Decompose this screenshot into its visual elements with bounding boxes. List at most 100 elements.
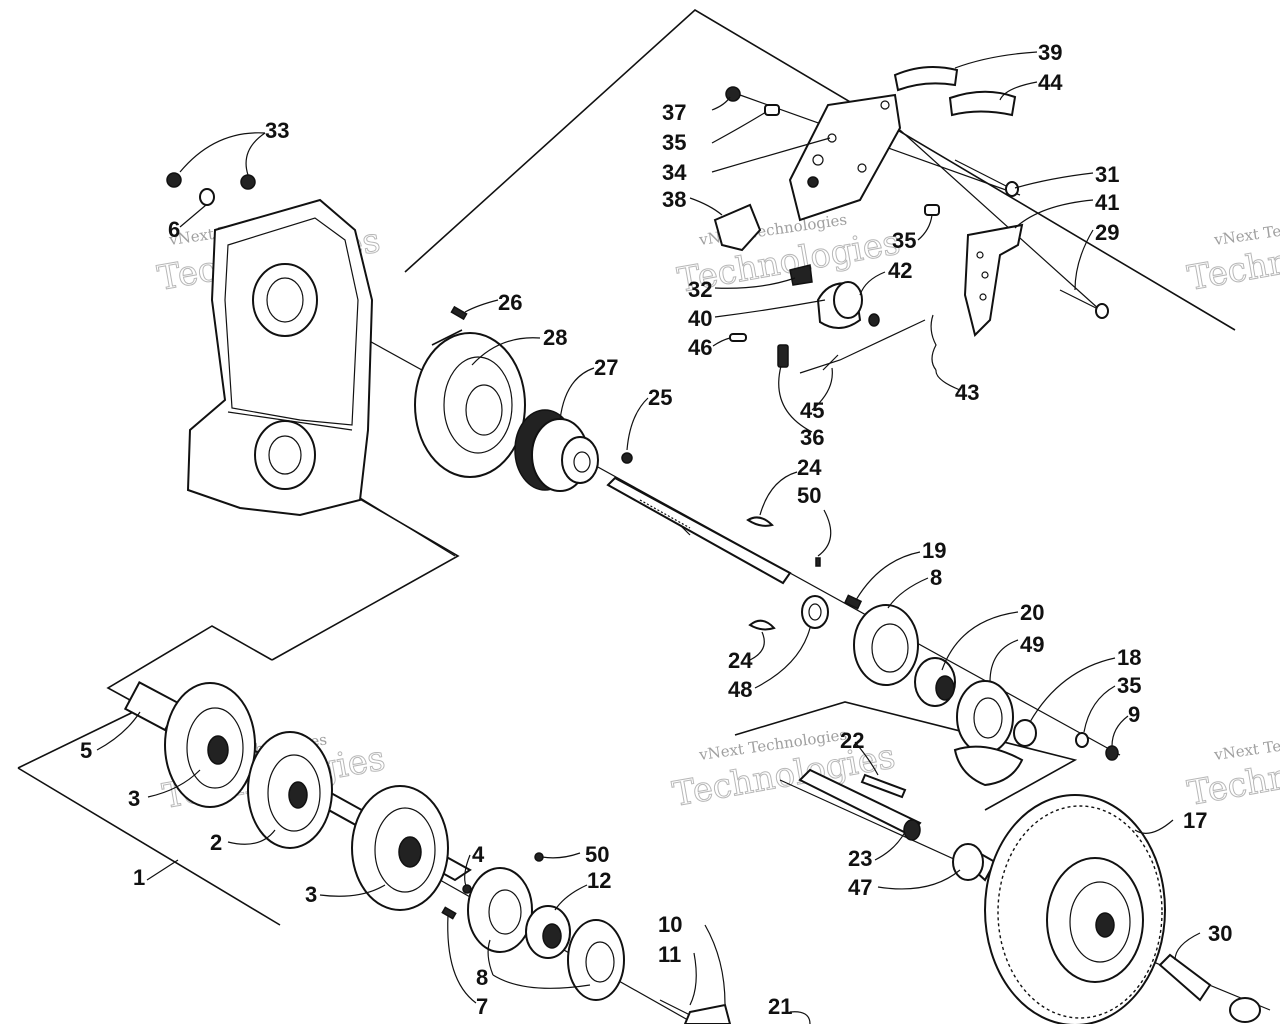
callout-23: 23 [848,846,872,871]
callout-43: 43 [955,380,979,405]
callout-12: 12 [587,868,611,893]
callout-50-top: 50 [797,483,821,508]
bracket-11 [683,1003,732,1024]
bolt-7 [441,906,457,920]
clip-36 [777,344,789,368]
washer-35 [1075,732,1089,748]
callout-47: 47 [848,875,872,900]
bracket-flange [953,745,1024,787]
key-24a [746,516,774,527]
callout-28: 28 [543,325,567,350]
nut-25 [621,452,633,464]
callout-24-bottom: 24 [728,648,753,673]
idler-42 [816,281,880,329]
callout-7: 7 [476,994,488,1019]
callout-45: 45 [800,398,824,423]
jackshaft-23 [798,768,922,837]
callout-20: 20 [1020,600,1044,625]
screw-26 [450,305,468,321]
spacer-35b [924,204,940,216]
nut-9 [1105,745,1119,761]
callout-46: 46 [688,335,712,360]
callout-8-lower: 8 [476,965,488,990]
track-drive-shaft [123,681,472,911]
callout-labels: 33 6 26 28 27 25 24 50 24 48 19 8 20 49 … [80,40,1232,1019]
key-22 [860,773,907,799]
callout-34: 34 [662,160,687,185]
shaft-30 [1158,953,1212,1002]
block-38 [713,203,762,252]
callout-49: 49 [1020,632,1044,657]
nut-33a [166,172,182,188]
washer-18 [1013,719,1037,747]
watermark-text: vNext Technologies [1212,725,1280,764]
spring-bracket-line [799,319,926,374]
cap-39 [893,66,959,92]
callout-31: 31 [1095,162,1119,187]
callout-26: 26 [498,290,522,315]
nut-33b [240,174,256,190]
callout-6: 6 [168,217,180,242]
bolt-29 [1059,289,1101,311]
bolt-31 [954,159,1011,189]
callout-8-right: 8 [930,565,942,590]
tensioner-bracket [788,93,902,222]
leader-lines [96,51,1201,1024]
callout-3-bottom: 3 [305,882,317,907]
callout-35-right: 35 [1117,673,1141,698]
callout-37: 37 [662,100,686,125]
flange-8-lower [467,867,533,953]
callout-40: 40 [688,306,712,331]
lower-bracket-a [106,625,273,701]
callout-1: 1 [133,865,145,890]
callout-39: 39 [1038,40,1062,65]
callout-5: 5 [80,738,92,763]
pin-50a [815,557,821,567]
callout-18: 18 [1117,645,1141,670]
callout-11: 11 [658,942,681,967]
lower-bracket-c [17,767,281,926]
callout-2: 2 [210,830,222,855]
plate-41 [963,223,1024,337]
callout-36: 36 [800,425,824,450]
callout-30: 30 [1208,921,1232,946]
chaincase-housing [186,198,374,517]
flange-8-lower-b [567,919,625,1001]
callout-29: 29 [1095,220,1119,245]
callout-41: 41 [1095,190,1119,215]
callout-35-upper: 35 [662,130,686,155]
bracket-26 [431,329,463,346]
callout-4: 4 [472,842,485,867]
spring-43 [930,314,937,371]
brake-disc [414,332,526,478]
callout-19: 19 [922,538,946,563]
bolt-10 [659,999,691,1016]
callout-17: 17 [1183,808,1207,833]
brake-hub [514,409,599,492]
callout-24-top: 24 [797,455,822,480]
callout-38: 38 [662,187,686,212]
callout-9: 9 [1128,702,1140,727]
callout-32: 32 [688,277,712,302]
watermark-text: vNext Technologies [1212,210,1280,249]
bolt-19 [843,594,863,610]
callout-21: 21 [768,994,792,1019]
drive-shaft [606,476,792,585]
bearing-48 [801,595,829,629]
washer-21-right [1229,997,1261,1023]
callout-44: 44 [1038,70,1063,95]
callout-27: 27 [594,355,618,380]
key-24b [748,619,776,631]
callout-10: 10 [658,912,682,937]
driven-pulley-17 [984,794,1166,1024]
callout-25: 25 [648,385,672,410]
pin-46 [729,333,747,342]
callout-33: 33 [265,118,289,143]
drive-sprocket-center [247,731,333,849]
callout-35-mid: 35 [892,228,916,253]
callout-3-top: 3 [128,786,140,811]
drive-sprocket-right [351,785,449,911]
flange-49 [956,680,1014,754]
callout-48: 48 [728,677,752,702]
callout-50-lower: 50 [585,842,609,867]
